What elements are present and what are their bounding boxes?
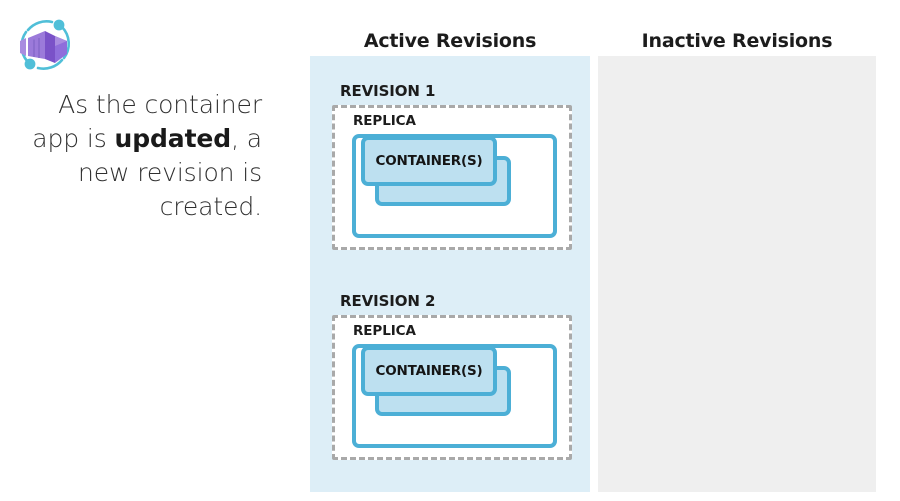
container-card-front: CONTAINER(S) [361, 136, 497, 186]
revision-group[interactable]: REVISION 1 REPLICA CONTAINER(S) [332, 82, 572, 250]
replica-frame: REPLICA CONTAINER(S) [332, 315, 572, 460]
revision-group[interactable]: REVISION 2 REPLICA CONTAINER(S) [332, 292, 572, 460]
inactive-revisions-panel [598, 56, 876, 492]
caption-emphasis: updated [114, 124, 232, 153]
caption-suffix: , a new revision is created. [78, 124, 262, 221]
revision-label: REVISION 2 [340, 292, 436, 310]
container-card-label: CONTAINER(S) [375, 363, 483, 379]
active-revisions-panel: REVISION 1 REPLICA CONTAINER(S) REVISION… [310, 56, 590, 492]
azure-container-apps-logo [14, 14, 76, 76]
replica-label: REPLICA [353, 113, 416, 129]
replica-frame: REPLICA CONTAINER(S) [332, 105, 572, 250]
revision-label: REVISION 1 [340, 82, 436, 100]
caption-prefix: As the container app is [32, 90, 262, 153]
replica-label: REPLICA [353, 323, 416, 339]
inactive-revisions-title: Inactive Revisions [641, 30, 833, 52]
active-revisions-title: Active Revisions [363, 30, 537, 52]
container-card-front: CONTAINER(S) [361, 346, 497, 396]
container-card-label: CONTAINER(S) [375, 153, 483, 169]
description-panel: As the container app is updated, a new r… [0, 0, 300, 501]
caption-text: As the container app is updated, a new r… [10, 88, 262, 224]
